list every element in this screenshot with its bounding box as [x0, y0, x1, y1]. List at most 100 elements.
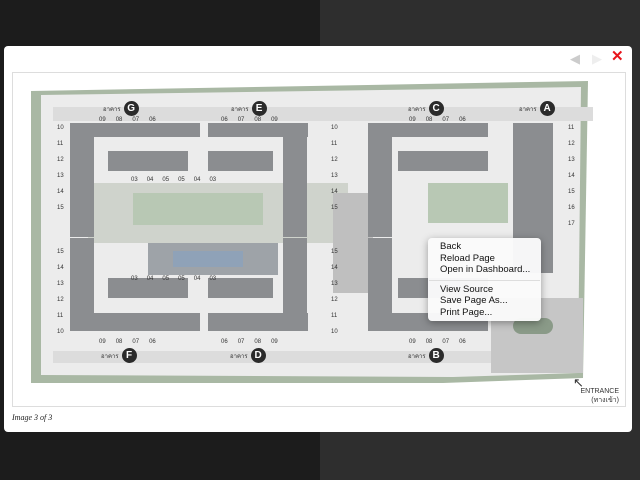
unit-number: 10	[57, 329, 64, 335]
unit-number: 16	[568, 205, 575, 211]
building-badge: E	[251, 101, 267, 116]
unit-number: 06	[221, 339, 228, 345]
entrance-label: ENTRANCE (ทางเข้า)	[553, 387, 619, 405]
unit-number: 07	[132, 339, 140, 345]
unit-number: 12	[331, 157, 338, 163]
unit-number: 06	[149, 117, 156, 123]
unit-number: 13	[57, 281, 64, 287]
unit-number: 14	[568, 173, 575, 179]
unit-number: 08	[425, 117, 433, 123]
unit-number: 12	[57, 297, 64, 303]
unit-number: 06	[459, 339, 466, 345]
unit-number: 07	[132, 117, 140, 123]
unit-number: 04	[193, 276, 201, 282]
unit-number: 06	[221, 117, 228, 123]
unit-number: 15	[331, 249, 338, 255]
unit-number: 14	[57, 265, 64, 271]
unit-number: 03	[131, 276, 138, 282]
unit-number: 05	[178, 177, 185, 183]
unit-number: 08	[254, 117, 262, 123]
unit-number: 09	[99, 339, 106, 345]
unit-number: 11	[57, 141, 64, 147]
building-prefix: อาคาร	[101, 353, 119, 360]
unit-number: 10	[331, 329, 338, 335]
unit-number: 05	[178, 276, 185, 282]
unit-number: 09	[409, 339, 416, 345]
building-badge: B	[428, 348, 444, 363]
menu-item-save-page-as[interactable]: Save Page As...	[440, 295, 508, 306]
unit-number: 06	[459, 117, 466, 123]
unit-number: 12	[331, 297, 338, 303]
unit-number: 14	[57, 189, 64, 195]
chevron-left-icon[interactable]: ◀	[570, 51, 580, 66]
building-prefix: อาคาร	[519, 106, 537, 113]
unit-number: 06	[149, 339, 156, 345]
menu-separator	[429, 279, 540, 281]
unit-number: 03	[209, 177, 217, 183]
unit-number: 15	[568, 189, 575, 195]
unit-number: 13	[331, 281, 338, 287]
unit-number: 11	[331, 313, 338, 319]
unit-number: 15	[57, 249, 64, 255]
unit-number: 09	[409, 117, 416, 123]
unit-column: 15 14 13 12 11 10	[57, 249, 64, 335]
unit-number: 11	[568, 125, 575, 131]
unit-number: 04	[193, 177, 201, 183]
unit-column: 10 11 12 13 14 15	[57, 125, 64, 211]
menu-item-view-source[interactable]: View Source	[440, 283, 494, 295]
menu-item-print-page[interactable]: Print Page...	[440, 306, 493, 318]
unit-number: 03	[131, 177, 138, 183]
unit-number: 12	[568, 141, 575, 147]
unit-number: 08	[115, 117, 123, 123]
unit-number: 13	[57, 173, 64, 179]
context-menu: Back Reload Page Open in Dashboard... Vi…	[428, 238, 541, 321]
building-badge: D	[250, 348, 266, 363]
unit-number: 13	[331, 173, 338, 179]
unit-number: 11	[331, 141, 338, 147]
unit-number: 10	[331, 125, 338, 131]
entrance-text: ENTRANCE	[580, 388, 619, 395]
unit-number: 04	[146, 276, 154, 282]
unit-number: 15	[331, 205, 338, 211]
unit-row: 03 04 05 05 04 03	[131, 276, 216, 282]
unit-number: 05	[162, 276, 170, 282]
unit-number: 17	[568, 221, 575, 227]
chevron-right-icon[interactable]: ▶	[592, 51, 602, 66]
building-prefix: อาคาร	[103, 106, 121, 113]
unit-number: 07	[442, 117, 450, 123]
building-badge: F	[121, 348, 137, 363]
unit-number: 15	[57, 205, 64, 211]
arrow-up-left-icon: ↖	[573, 375, 584, 390]
unit-number: 08	[115, 339, 123, 345]
unit-number: 09	[99, 117, 106, 123]
unit-number: 07	[237, 339, 245, 345]
unit-row: 03 04 05 05 04 03	[131, 177, 216, 183]
unit-number: 10	[57, 125, 64, 131]
unit-column: 15 14 13 12 11 10	[331, 249, 338, 335]
unit-number: 05	[162, 177, 170, 183]
close-icon[interactable]: ✕	[611, 48, 624, 65]
unit-number: 07	[442, 339, 450, 345]
unit-number: 09	[271, 339, 278, 345]
menu-item-reload-page[interactable]: Reload Page	[440, 252, 495, 264]
entrance-thai-text: (ทางเข้า)	[591, 397, 619, 404]
unit-number: 12	[57, 157, 64, 163]
unit-number: 08	[425, 339, 433, 345]
building-badge: A	[539, 101, 555, 116]
unit-number: 09	[271, 117, 278, 123]
unit-number: 11	[57, 313, 64, 319]
unit-number: 14	[331, 265, 338, 271]
unit-number: 04	[146, 177, 154, 183]
menu-item-open-in-dashboard[interactable]: Open in Dashboard...	[440, 264, 531, 275]
menu-item-back[interactable]: Back	[440, 241, 462, 252]
unit-number: 03	[209, 276, 217, 282]
